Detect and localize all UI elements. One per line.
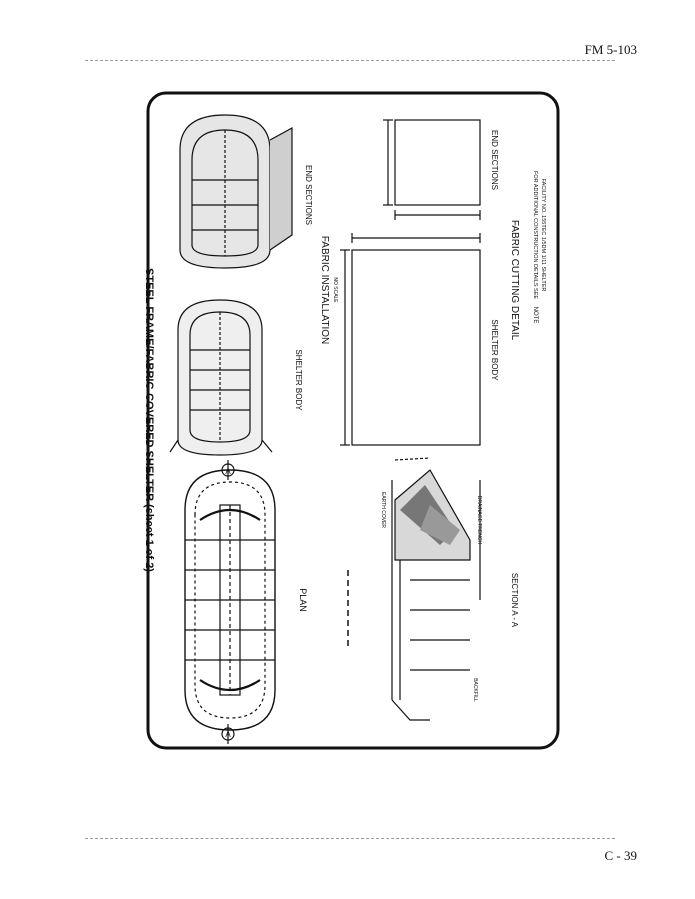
header-rule [85,60,615,61]
figure-frame [146,91,560,750]
note-text-line-2: FACILITY NO. 155TEC 1/5DM 1/11 SHELTER [540,179,546,292]
end-sections-illustration [179,114,293,269]
fabric-installation-label: FABRIC INSTALLATION [319,236,330,345]
figure-title: STEEL FRAME/FABRIC-COVERED SHELTER (shee… [143,268,155,572]
section-a-a-view [391,457,481,721]
section-a-a-label: SECTION A - A [510,573,519,628]
end-sections-detail-label: END SECTIONS [490,130,499,190]
drainage-trench-label: DRAINAGE TRENCH [476,496,482,545]
end-sections-label: END SECTIONS [304,165,313,225]
shelter-body-illustration [169,299,273,456]
fabric-cutting-label: FABRIC CUTTING DETAIL [509,220,520,341]
note-label: NOTE [532,307,538,324]
page-header-doc-id: FM 5-103 [584,42,637,57]
shelter-body-label: SHELTER BODY [294,349,303,411]
fabric-installation-sub: NO SCALE [332,277,338,303]
note-text-line-1: FOR ADDITIONAL CONSTRUCTION DETAILS SEE [532,171,538,299]
shelter-body-detail [340,233,481,446]
section-marker-a-top: A [225,467,231,476]
plan-view [184,460,276,744]
plan-label: PLAN [298,588,308,612]
end-sections-detail [383,119,481,220]
backfill-label: BACKFILL [472,678,478,702]
section-marker-a-bottom: A [225,730,231,739]
earth-cover-label: EARTH COVER [380,492,386,528]
footer-rule [85,838,615,839]
page-number: C - 39 [604,848,638,863]
shelter-body-detail-label: SHELTER BODY [490,319,499,381]
